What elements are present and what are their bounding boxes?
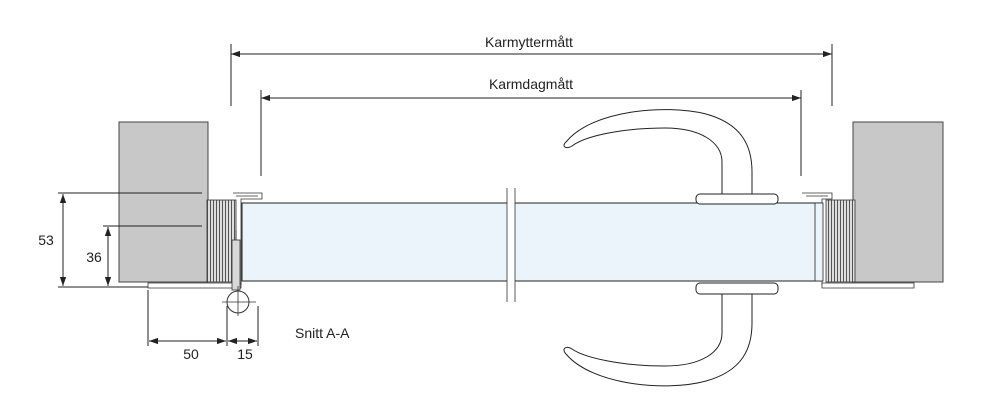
inner-frame-dimension: Karmdagmått (260, 76, 802, 176)
width-50-label: 50 (183, 346, 199, 362)
door-handle (563, 109, 779, 387)
width-dimensions: 50 15 (147, 290, 259, 362)
height-53-dimension: 53 (38, 192, 202, 288)
inner-frame-label: Karmdagmått (489, 76, 573, 92)
outer-frame-dimension: Karmyttermått (230, 34, 833, 106)
height-36-dimension: 36 (86, 225, 202, 286)
height-53-label: 53 (38, 232, 54, 248)
door-leaf (241, 188, 824, 302)
width-15-label: 15 (237, 346, 253, 362)
section-label: Snitt A-A (295, 325, 350, 341)
left-frame (147, 192, 263, 290)
height-36-label: 36 (86, 249, 102, 265)
left-frame-hatch (206, 199, 237, 283)
left-wall (118, 121, 209, 283)
right-wall (852, 121, 944, 283)
outer-frame-label: Karmyttermått (485, 34, 573, 50)
right-frame-hatch (825, 199, 856, 283)
hinge (222, 239, 256, 316)
